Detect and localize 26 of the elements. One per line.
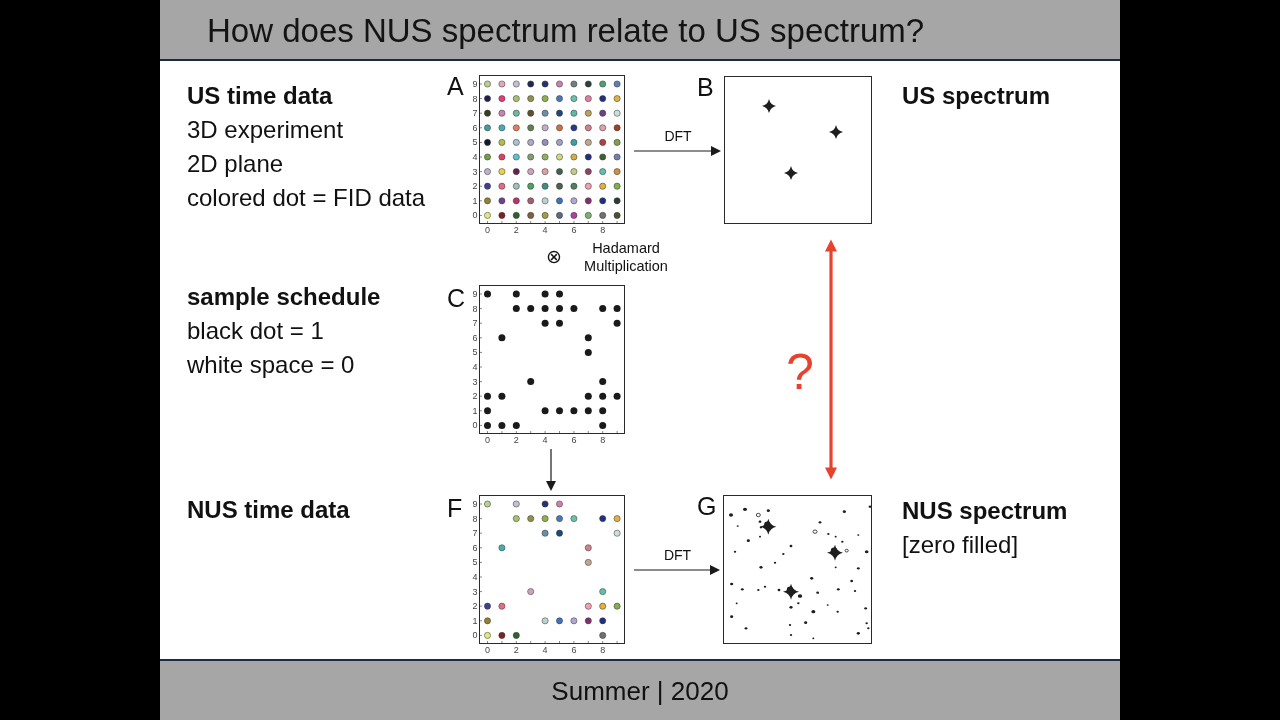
tick-label: 4 [542, 435, 548, 445]
arrow [633, 565, 720, 575]
arrow [546, 448, 556, 491]
description-text: colored dot = FID data [187, 184, 426, 212]
operator-symbol: ⊗ [546, 246, 562, 266]
edge-label: DFT [662, 129, 694, 143]
panel-letter: G [697, 494, 717, 519]
arrow [633, 146, 721, 156]
panel-letter: F [447, 496, 463, 521]
description-text: 2D plane [187, 150, 284, 178]
section-heading: NUS spectrum [902, 497, 1068, 525]
description-text: black dot = 1 [187, 317, 324, 345]
footer-text: Summer | 2020 [551, 677, 729, 705]
panel-letter: A [447, 74, 464, 99]
section-heading: US spectrum [902, 82, 1051, 110]
section-heading: NUS time data [187, 496, 350, 524]
section-heading: US time data [187, 82, 333, 110]
section-heading: sample schedule [187, 283, 381, 311]
operation-label: Hadamard Multiplication [584, 239, 668, 275]
description-text: [zero filled] [902, 531, 1019, 559]
description-text: 3D experiment [187, 116, 344, 144]
slide-title: How does NUS spectrum relate to US spectrum? [207, 12, 925, 50]
panel-letter: C [447, 286, 466, 311]
panel-letter: B [697, 75, 714, 100]
double-headed-arrow [825, 239, 837, 480]
description-text: white space = 0 [187, 351, 355, 379]
